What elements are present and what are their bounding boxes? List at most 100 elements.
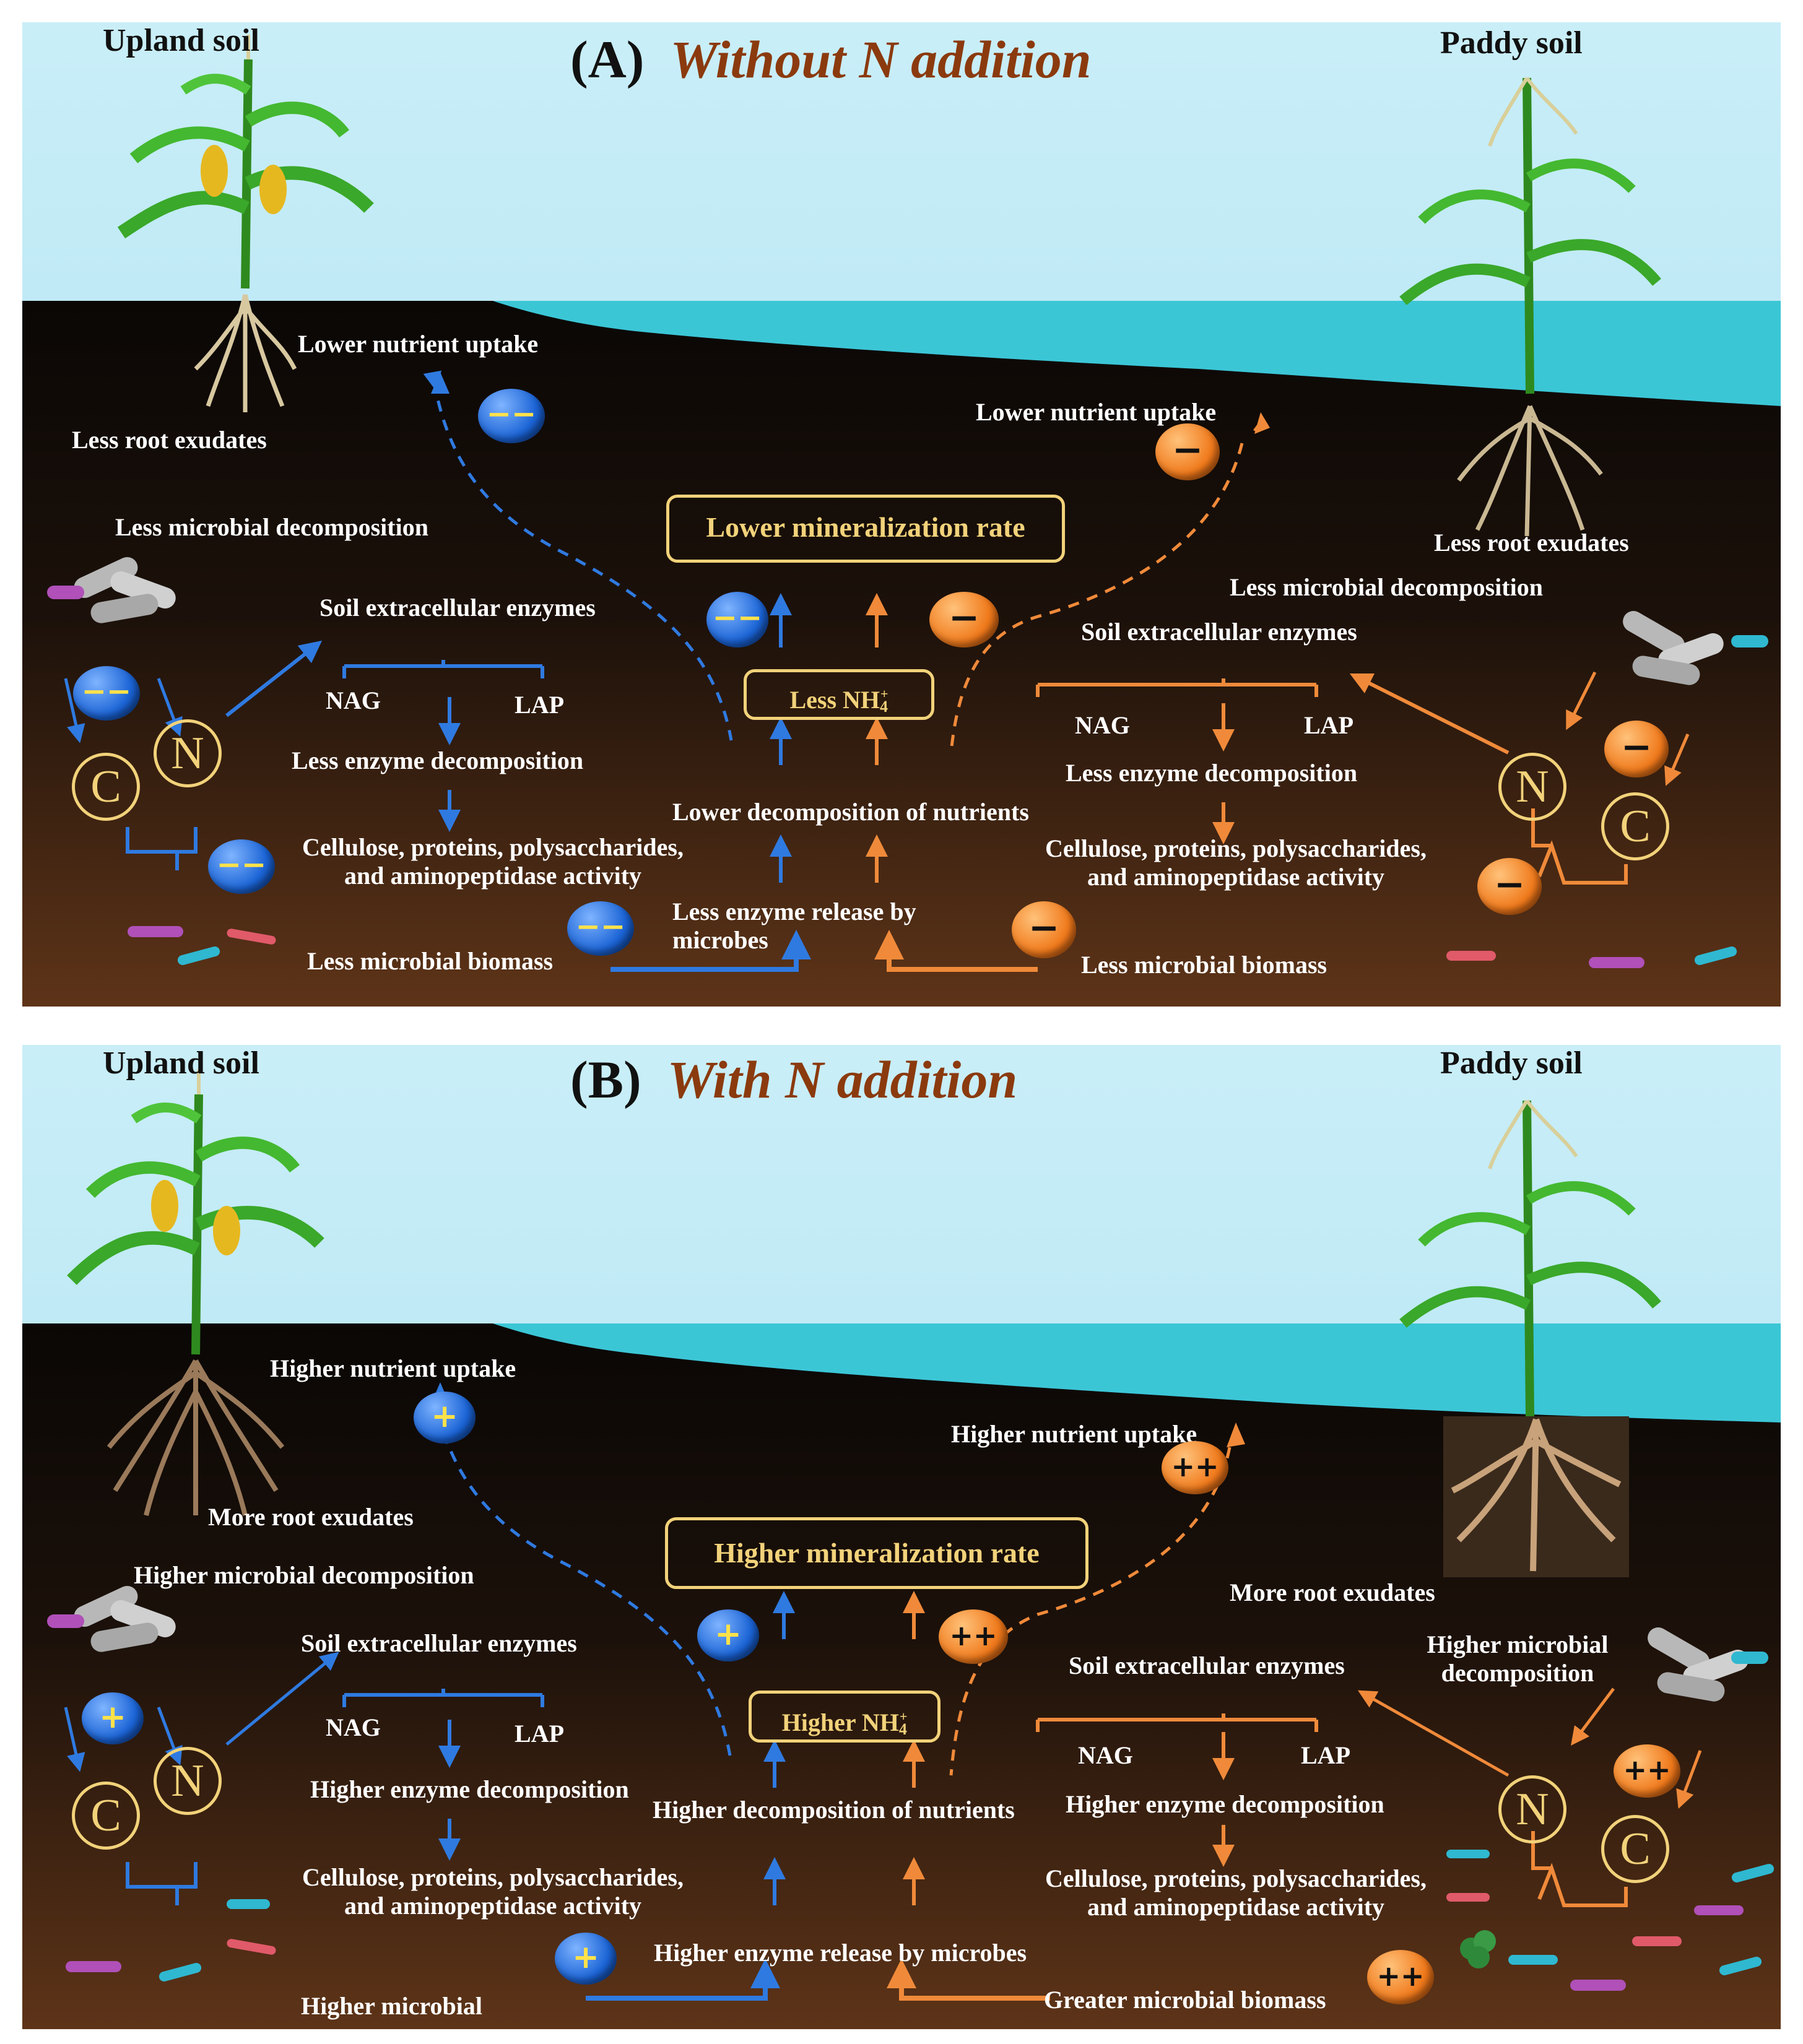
nitrogen-symbol-right: N [1498,1775,1566,1843]
panel-b-title: (B) With N addition [570,1049,1017,1111]
minus-badge-icon: −− [478,389,545,443]
nh4-superscript: + [880,686,888,701]
right-nutrient-uptake-label: Higher nutrient uptake [951,1420,1197,1448]
minus-badge-icon: − [1604,721,1669,777]
minus-badge-icon: − [1477,858,1542,915]
left-microbial-decomposition-label: Higher microbial decomposition [134,1561,474,1589]
left-cellulose-line1: Cellulose, proteins, polysaccharides, [302,1863,684,1891]
panel-label: (B) [570,1050,641,1109]
plus-badge-icon: ++ [939,1609,1008,1664]
enzyme-release-line1: Less enzyme release by [672,898,916,925]
paddy-soil-title: Paddy soil [1440,1046,1583,1081]
paddy-water [493,1323,1781,1423]
paddy-roots-icon [1457,405,1603,537]
minus-badge-icon: −− [567,901,634,956]
soil-bacteria-icon [128,926,1737,968]
carbon-symbol-left: C [72,1782,140,1850]
left-cellulose-line1: Cellulose, proteins, polysaccharides, [302,833,684,861]
minus-badge-icon: −− [73,666,140,721]
carbon-symbol-right: C [1601,1815,1669,1883]
nh4-formula: NH [861,1708,899,1736]
plus-badge-icon: + [697,1609,759,1661]
minus-badge-icon: − [1155,423,1220,480]
left-enzyme-decomposition-label: Higher enzyme decomposition [310,1775,629,1803]
upland-soil-title: Upland soil [103,1046,259,1081]
plus-badge-icon: ++ [1162,1441,1228,1494]
corn-plant-icon [67,1070,324,1355]
left-cellulose-line2: and aminopeptidase activity [344,862,642,890]
minus-badge-icon: − [1012,901,1076,958]
upland-roots-icon [194,294,297,412]
right-cellulose-label: Cellulose, proteins, polysaccharides, an… [1013,834,1459,891]
left-nag-label: NAG [326,1713,381,1741]
left-lap-label: LAP [515,691,564,719]
left-cellulose-line2: and aminopeptidase activity [344,1892,642,1920]
right-cellulose-line1: Cellulose, proteins, polysaccharides, [1045,1864,1427,1892]
plus-badge-icon: ++ [1367,1950,1434,2004]
panel-label: (A) [570,30,645,89]
left-microbial-decomposition-label: Less microbial decomposition [115,513,428,541]
paddy-roots-icon [1443,1416,1629,1577]
enzyme-release-line2: microbes [672,926,768,954]
nh4-superscript: + [899,1708,908,1724]
enzyme-release-label: Less enzyme release by microbes [672,898,916,955]
nh4-box: Less NH4+ [744,669,934,720]
microbe-cluster-left-icon [47,556,176,623]
left-root-exudates-label: Less root exudates [72,426,267,454]
rice-plant-icon [1399,77,1661,394]
panel-heading: With N addition [667,1050,1018,1109]
left-enzymes-label: Soil extracellular enzymes [319,594,596,621]
paddy-water [493,301,1781,406]
panel-a-background [22,22,1781,1007]
right-microbial-biomass-label: Greater microbial biomass [1044,1986,1326,2014]
left-microbial-biomass-label: Less microbial biomass [307,947,554,975]
rice-plant-icon [1399,1099,1661,1417]
enzyme-release-label: Higher enzyme release by microbes [654,1939,1027,1967]
right-lap-label: LAP [1304,711,1353,739]
mineralization-rate-box: Lower mineralization rate [666,495,1065,563]
carbon-symbol-right: C [1601,792,1669,860]
nh4-box: Higher NH4+ [749,1691,941,1743]
plus-badge-icon: + [82,1692,144,1744]
plus-badge-icon: + [555,1933,617,1985]
mineralization-rate-box: Higher mineralization rate [665,1517,1088,1589]
left-enzymes-label: Soil extracellular enzymes [301,1629,577,1657]
left-enzyme-decomposition-label: Less enzyme decomposition [292,747,584,774]
right-cellulose-label: Cellulose, proteins, polysaccharides, an… [1013,1864,1459,1921]
right-nutrient-uptake-label: Lower nutrient uptake [976,398,1217,426]
panel-b-background [22,1045,1781,2029]
nh4-subscript: 4 [880,698,888,716]
plus-badge-icon: ++ [1614,1744,1680,1798]
panel-heading: Without N addition [670,30,1092,89]
left-lap-label: LAP [515,1720,564,1747]
left-cellulose-label: Cellulose, proteins, polysaccharides, an… [270,833,716,890]
nh4-prefix: Higher [781,1708,856,1736]
nutrient-decomposition-label: Higher decomposition of nutrients [653,1796,1015,1824]
left-cellulose-label: Cellulose, proteins, polysaccharides, an… [270,1863,716,1920]
panel-a-title: (A) Without N addition [570,28,1092,90]
minus-badge-icon: −− [208,839,275,894]
microbe-cluster-right-icon [1623,611,1768,685]
left-microbial-biomass-label: Higher microbial [301,1992,482,2020]
upland-soil-title: Upland soil [103,23,259,58]
right-microbial-decomposition-label: Higher microbial decomposition [1409,1630,1626,1687]
right-nag-label: NAG [1078,1741,1133,1769]
right-cellulose-line2: and aminopeptidase activity [1087,1893,1385,1921]
right-enzyme-decomposition-label: Less enzyme decomposition [1066,759,1358,787]
right-nag-label: NAG [1075,711,1130,739]
plus-badge-icon: + [414,1392,476,1444]
nitrogen-symbol-right: N [1498,753,1566,821]
right-microbial-decomposition-line2: decomposition [1441,1659,1594,1687]
right-microbial-decomposition-label: Less microbial decomposition [1230,573,1543,601]
right-enzyme-decomposition-label: Higher enzyme decomposition [1066,1790,1384,1818]
nutrient-decomposition-label: Lower decomposition of nutrients [672,798,1029,826]
microbe-cluster-left-icon [47,1585,176,1652]
upland-roots-icon [106,1359,285,1516]
right-enzymes-label: Soil extracellular enzymes [1081,618,1357,646]
right-microbial-biomass-label: Less microbial biomass [1081,951,1327,979]
right-root-exudates-label: More root exudates [1230,1578,1435,1606]
right-root-exudates-label: Less root exudates [1434,529,1629,556]
left-root-exudates-label: More root exudates [208,1503,414,1531]
corn-plant-icon [117,35,374,289]
minus-badge-icon: − [929,592,999,647]
